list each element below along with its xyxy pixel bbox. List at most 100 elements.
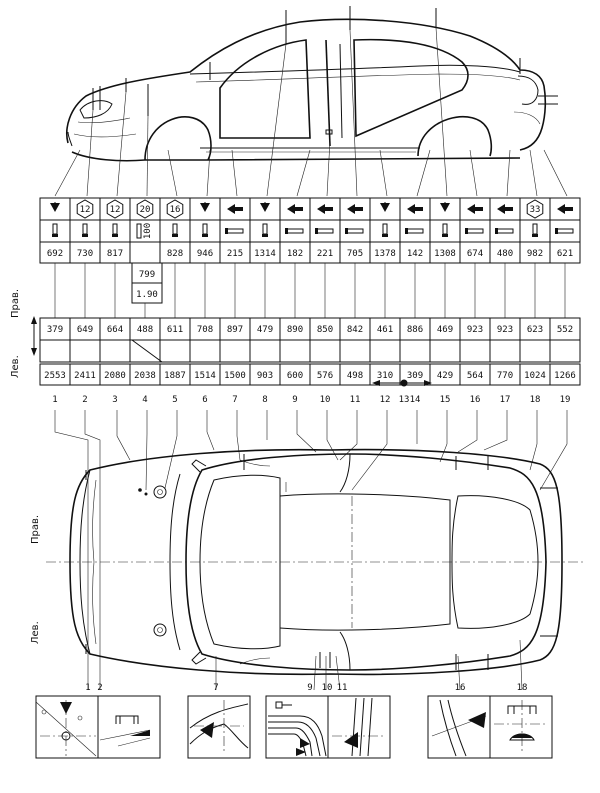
- right-value: 469: [437, 325, 453, 335]
- bolt-cell: [249, 219, 281, 243]
- arrow-left-icon: [347, 204, 355, 214]
- left-value: 2553: [44, 371, 66, 381]
- left-value: 1887: [164, 371, 186, 381]
- empty-cell: [369, 339, 401, 363]
- detail-view-18: [489, 695, 553, 759]
- height-value: 480: [497, 249, 513, 259]
- bolt-cell: [69, 219, 101, 243]
- arrow-down-icon: [260, 203, 270, 212]
- bolt-label: 100: [143, 223, 153, 239]
- arrow-left-icon: [557, 204, 565, 214]
- right-value: 479: [257, 325, 273, 335]
- left-value: 903: [257, 371, 273, 381]
- detail-label-9: 9: [307, 683, 312, 693]
- detail-views: 1 2 7 9 10 11 16 18: [35, 683, 553, 759]
- right-value: 379: [47, 325, 63, 335]
- left-cell: [549, 363, 581, 386]
- left-value: 564: [467, 371, 483, 381]
- arrow-left-icon: [227, 204, 235, 214]
- extra-dimension-box: 799 1.90: [131, 262, 163, 304]
- left-value: 429: [437, 371, 453, 381]
- bolt-cell: [339, 219, 371, 243]
- car-top-view: Прав. Лев.: [30, 448, 584, 676]
- left-value: 1266: [554, 371, 576, 381]
- height-value: 142: [407, 249, 423, 259]
- detail-label-18: 18: [517, 683, 528, 693]
- right-value: 461: [377, 325, 393, 335]
- right-value: 611: [167, 325, 183, 335]
- height-value: 705: [347, 249, 363, 259]
- arrow-left-icon: [287, 204, 295, 214]
- arrow-down-icon: [50, 203, 60, 212]
- right-value: 850: [317, 325, 333, 335]
- hexagon-label: 33: [530, 205, 541, 215]
- empty-cell: [339, 339, 371, 363]
- empty-cell: [99, 339, 131, 363]
- point-number: 8: [262, 395, 267, 405]
- left-value: 1514: [194, 371, 216, 381]
- empty-cell: [69, 339, 101, 363]
- detail-view-9-10: [265, 695, 329, 759]
- height-value: 621: [557, 249, 573, 259]
- empty-cell: [129, 339, 161, 363]
- point-number: 17: [500, 395, 511, 405]
- height-cell: [129, 241, 161, 264]
- height-value: 674: [467, 249, 483, 259]
- right-value: 664: [107, 325, 123, 335]
- left-value: 1500: [224, 371, 246, 381]
- right-side-label: Прав.: [10, 289, 21, 318]
- bolt-cell: [429, 219, 461, 243]
- point-number: 16: [470, 395, 481, 405]
- height-value: 730: [77, 249, 93, 259]
- hexagon-label: 12: [110, 205, 121, 215]
- left-value: 600: [287, 371, 303, 381]
- right-value: 708: [197, 325, 213, 335]
- bolt-cell: [369, 219, 401, 243]
- table-connector-lines: [54, 263, 566, 318]
- car-side-view: [66, 6, 558, 162]
- empty-cell: [519, 339, 551, 363]
- height-value: 1378: [374, 249, 396, 259]
- point-number: 1: [52, 395, 57, 405]
- point-number: 15: [440, 395, 451, 405]
- left-value: 498: [347, 371, 363, 381]
- point-number: 19: [560, 395, 571, 405]
- detail-label-7: 7: [213, 683, 218, 693]
- bolt-cell: [309, 219, 341, 243]
- hexagon-icon: [166, 199, 184, 219]
- point-number: 3: [112, 395, 117, 405]
- side-view-leader-lines: [54, 27, 568, 197]
- empty-cell: [459, 339, 491, 363]
- point-number: 5: [172, 395, 177, 405]
- bolt-icon: [136, 223, 142, 239]
- right-value: 923: [497, 325, 513, 335]
- height-value: 828: [167, 249, 183, 259]
- point-number: 6: [202, 395, 207, 405]
- empty-cell: [489, 339, 521, 363]
- hexagon-label: 20: [140, 205, 151, 215]
- point-number: 13: [399, 395, 410, 405]
- height-value: 1308: [434, 249, 456, 259]
- left-value: 2080: [104, 371, 126, 381]
- height-value: 692: [47, 249, 63, 259]
- detail-label-10: 10: [322, 683, 333, 693]
- point-number: 4: [142, 395, 147, 405]
- right-value: 890: [287, 325, 303, 335]
- plan-view-leader-lines: [54, 410, 568, 690]
- bolt-cell: [279, 219, 311, 243]
- empty-cell: [549, 339, 581, 363]
- empty-cell: [39, 339, 71, 363]
- detail-view-11: [327, 695, 391, 759]
- empty-cell: [219, 339, 251, 363]
- bolt-cell: [99, 219, 131, 243]
- detail-label-11: 11: [337, 683, 348, 693]
- height-value: 982: [527, 249, 543, 259]
- height-value: 1314: [254, 249, 276, 259]
- empty-cell: [309, 339, 341, 363]
- bolt-cell: [189, 219, 221, 243]
- point-number: 14: [410, 395, 421, 405]
